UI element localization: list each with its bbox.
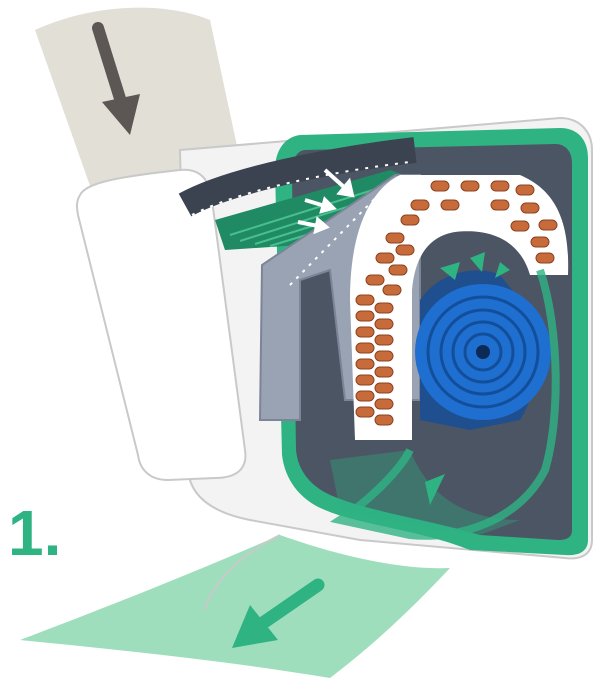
copper-pipe xyxy=(401,215,419,225)
copper-pipe xyxy=(411,200,429,210)
copper-pipe xyxy=(356,359,374,369)
copper-pipe xyxy=(356,295,374,305)
copper-pipe xyxy=(366,275,384,285)
copper-pipe xyxy=(536,253,554,263)
copper-pipe xyxy=(383,285,401,295)
copper-pipe xyxy=(375,351,393,361)
copper-pipe xyxy=(375,415,393,425)
copper-pipe xyxy=(375,303,393,313)
copper-pipe xyxy=(356,375,374,385)
copper-pipe xyxy=(375,399,393,409)
copper-pipe xyxy=(396,245,414,255)
copper-pipe xyxy=(386,233,404,243)
copper-pipe xyxy=(431,181,449,191)
copper-pipe xyxy=(461,181,479,191)
copper-pipe xyxy=(521,203,539,213)
copper-pipe xyxy=(375,319,393,329)
copper-pipe xyxy=(389,265,407,275)
copper-pipe xyxy=(539,220,557,230)
outgoing-air-stream xyxy=(20,535,450,678)
copper-pipe xyxy=(356,407,374,417)
copper-pipe xyxy=(375,383,393,393)
copper-pipe xyxy=(375,367,393,377)
copper-pipe xyxy=(491,200,509,210)
copper-pipe xyxy=(491,181,509,191)
copper-pipe xyxy=(356,343,374,353)
step-label: 1. xyxy=(8,497,61,569)
copper-pipe xyxy=(376,253,394,263)
copper-pipe xyxy=(516,185,534,195)
copper-pipe xyxy=(356,391,374,401)
copper-pipe xyxy=(511,221,529,231)
copper-pipe xyxy=(531,237,549,247)
copper-pipe xyxy=(375,335,393,345)
copper-pipe xyxy=(356,311,374,321)
copper-pipe xyxy=(356,327,374,337)
copper-pipe xyxy=(441,200,459,210)
